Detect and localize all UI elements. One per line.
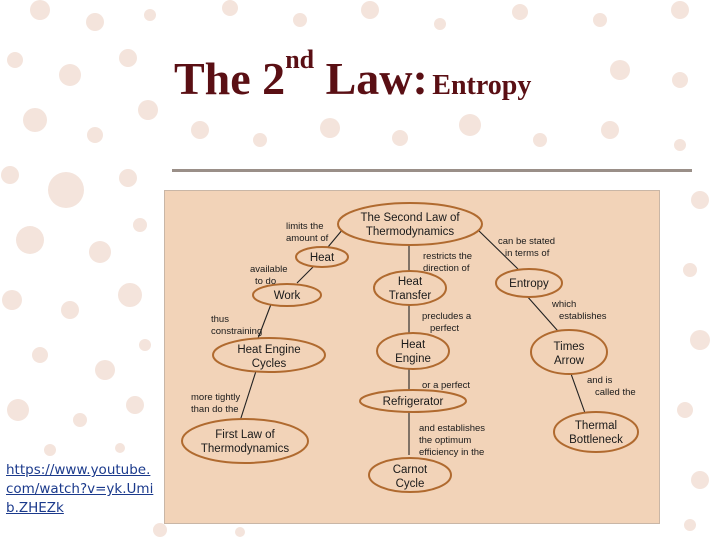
node-refrigerator: Refrigerator <box>383 396 444 408</box>
node-entropy-shape <box>495 268 563 298</box>
node-second-law-shape <box>337 202 483 246</box>
node-times-arrow-shape <box>530 329 608 375</box>
title-superscript: nd <box>285 44 315 74</box>
title-entropy: Entropy <box>432 70 532 101</box>
node-heat-transfer-shape <box>373 270 447 306</box>
title-main: The 2 <box>174 53 286 104</box>
node-heat-shape <box>295 246 349 268</box>
node-heat-engine-shape <box>376 332 450 370</box>
node-first-law-shape <box>181 418 309 464</box>
node-refrigerator-shape <box>359 389 467 413</box>
edge-label-perfect: or a perfect <box>422 380 470 391</box>
node-heat: Heat <box>310 252 335 264</box>
node-entropy: Entropy <box>509 278 549 290</box>
node-work-shape <box>252 283 322 307</box>
video-link[interactable]: https://www.youtube.com/watch?v=yk.Umib.… <box>6 461 156 518</box>
title-law: Law: <box>314 53 428 104</box>
node-carnot-cycle-shape <box>368 457 452 493</box>
node-thermal-bottleneck-shape <box>553 411 639 453</box>
title-underline <box>172 169 692 172</box>
node-heat-engine-cycles-shape <box>212 337 326 373</box>
slide-title: The 2nd Law: Entropy <box>174 45 532 108</box>
node-work: Work <box>274 290 301 302</box>
